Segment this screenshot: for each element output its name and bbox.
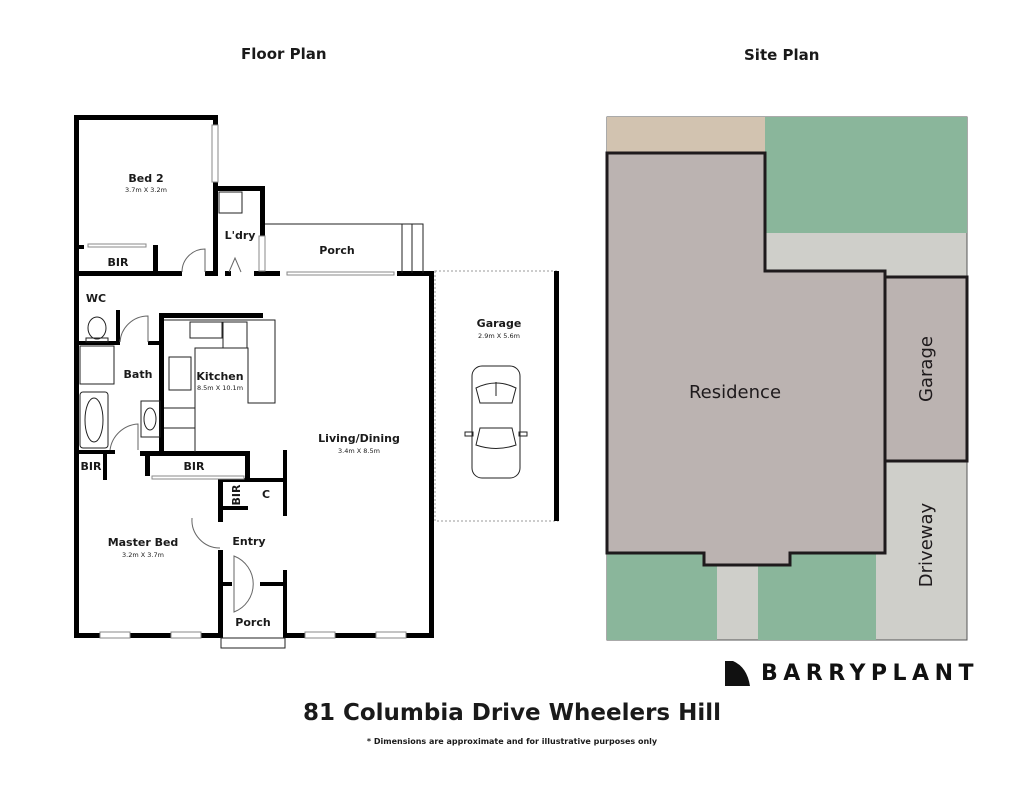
room-label-bir-master: BIR [184, 460, 205, 473]
room-label-bir-small: BIR [81, 460, 102, 473]
floor-plan-labels: Bed 2 3.7m X 3.2m BIR L'dry Porch WC Bat… [81, 172, 522, 629]
room-label-bed2: Bed 2 [128, 172, 163, 185]
room-label-wc: WC [86, 292, 106, 305]
room-label-garage: Garage [477, 317, 522, 330]
brand-mark-icon [725, 661, 750, 686]
room-dims-kitchen: 8.5m X 10.1m [197, 384, 243, 392]
floor-plan-fixtures [79, 191, 559, 649]
site-garage [883, 275, 969, 463]
room-label-bir-entry: BIR [230, 484, 243, 505]
dimensions-disclaimer: * Dimensions are approximate and for ill… [366, 737, 658, 746]
room-label-porch-rear: Porch [319, 244, 354, 257]
site-label-driveway: Driveway [916, 502, 937, 587]
room-dims-master-bed: 3.2m X 3.7m [122, 551, 164, 559]
room-label-bath: Bath [124, 368, 153, 381]
room-label-kitchen: Kitchen [196, 370, 243, 383]
room-label-master-bed: Master Bed [108, 536, 179, 549]
brand-name: BARRYPLANT [761, 661, 979, 686]
site-residence [605, 151, 887, 567]
room-label-cupboard: C [262, 488, 270, 501]
property-address: 81 Columbia Drive Wheelers Hill [302, 700, 722, 726]
site-front-lawn-right [758, 553, 876, 640]
room-dims-bed2: 3.7m X 3.2m [125, 186, 167, 194]
room-label-entry: Entry [232, 535, 265, 548]
brand-logo: BARRYPLANT [725, 661, 979, 686]
floor-plan-windows [99, 124, 407, 639]
room-label-living-dining: Living/Dining [318, 432, 400, 445]
room-label-laundry: L'dry [225, 229, 256, 242]
site-label-garage: Garage [916, 336, 937, 402]
floor-plan-walls [74, 115, 434, 638]
floor-plan-heading: Floor Plan [241, 45, 327, 63]
site-label-residence: Residence [689, 382, 781, 403]
site-plan-heading: Site Plan [744, 46, 820, 64]
site-back-lawn [765, 117, 967, 233]
room-dims-living-dining: 3.4m X 8.5m [338, 447, 380, 455]
car-icon [464, 365, 528, 479]
room-label-bir-bed2: BIR [108, 256, 129, 269]
site-neighbour-area [607, 117, 765, 153]
room-label-porch-front: Porch [235, 616, 270, 629]
site-plan-drawing: Residence Garage Driveway [605, 116, 969, 641]
site-front-lawn-left [607, 553, 717, 640]
room-dims-garage: 2.9m X 5.6m [478, 332, 520, 340]
